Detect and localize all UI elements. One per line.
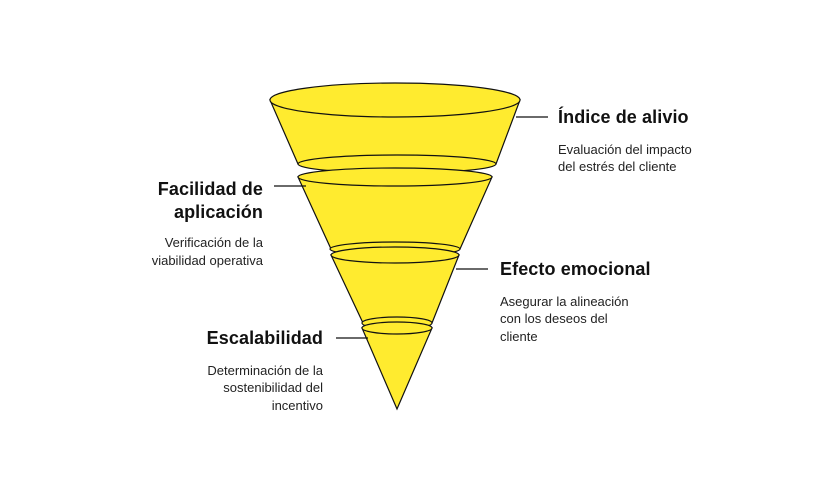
stage-4-description-line: Determinación de la xyxy=(207,362,323,378)
stage-4-title: Escalabilidad xyxy=(206,328,323,348)
stage-2-title: Facilidad de aplicación xyxy=(60,178,263,223)
funnel-segment-1 xyxy=(269,82,521,174)
stage-1-description-line: del estrés del cliente xyxy=(558,159,677,175)
stage-1-description-line: Evaluación del impacto xyxy=(558,141,692,157)
stage-3-title: Efecto emocional xyxy=(500,259,651,279)
stage-1-title: Índice de alivio xyxy=(558,107,689,127)
stage-3-label: Efecto emocional Asegurar la alineación … xyxy=(500,258,720,345)
stage-2-description-line: viabilidad operativa xyxy=(151,252,263,268)
stage-2-description-line: Verificación de la xyxy=(164,235,263,250)
stage-3-description-line: con los deseos del xyxy=(500,311,608,327)
stage-2-title-line: Facilidad de xyxy=(157,179,263,199)
stage-4-label: Escalabilidad Determinación de la sosten… xyxy=(100,327,323,414)
stage-2-description: Verificación de la viabilidad operativa xyxy=(60,234,263,269)
stage-2-title-line: aplicación xyxy=(173,201,263,222)
stage-4-description-line: incentivo xyxy=(271,397,323,413)
stage-3-description-line: Asegurar la alineación xyxy=(500,293,629,309)
funnel-segment-2 xyxy=(297,167,493,257)
stage-4-description: Determinación de la sostenibilidad del i… xyxy=(100,362,323,415)
stage-1-label: Índice de alivio Evaluación del impacto … xyxy=(558,106,768,176)
stage-3-description: Asegurar la alineación con los deseos de… xyxy=(500,293,720,346)
funnel-segment-4 xyxy=(361,321,433,411)
stage-4-description-line: sostenibilidad del xyxy=(223,380,323,396)
stage-3-description-line: cliente xyxy=(500,328,538,344)
funnel-segment-3 xyxy=(330,246,460,330)
stage-2-label: Facilidad de aplicación Verificación de … xyxy=(60,178,263,269)
stage-1-description: Evaluación del impacto del estrés del cl… xyxy=(558,141,768,176)
